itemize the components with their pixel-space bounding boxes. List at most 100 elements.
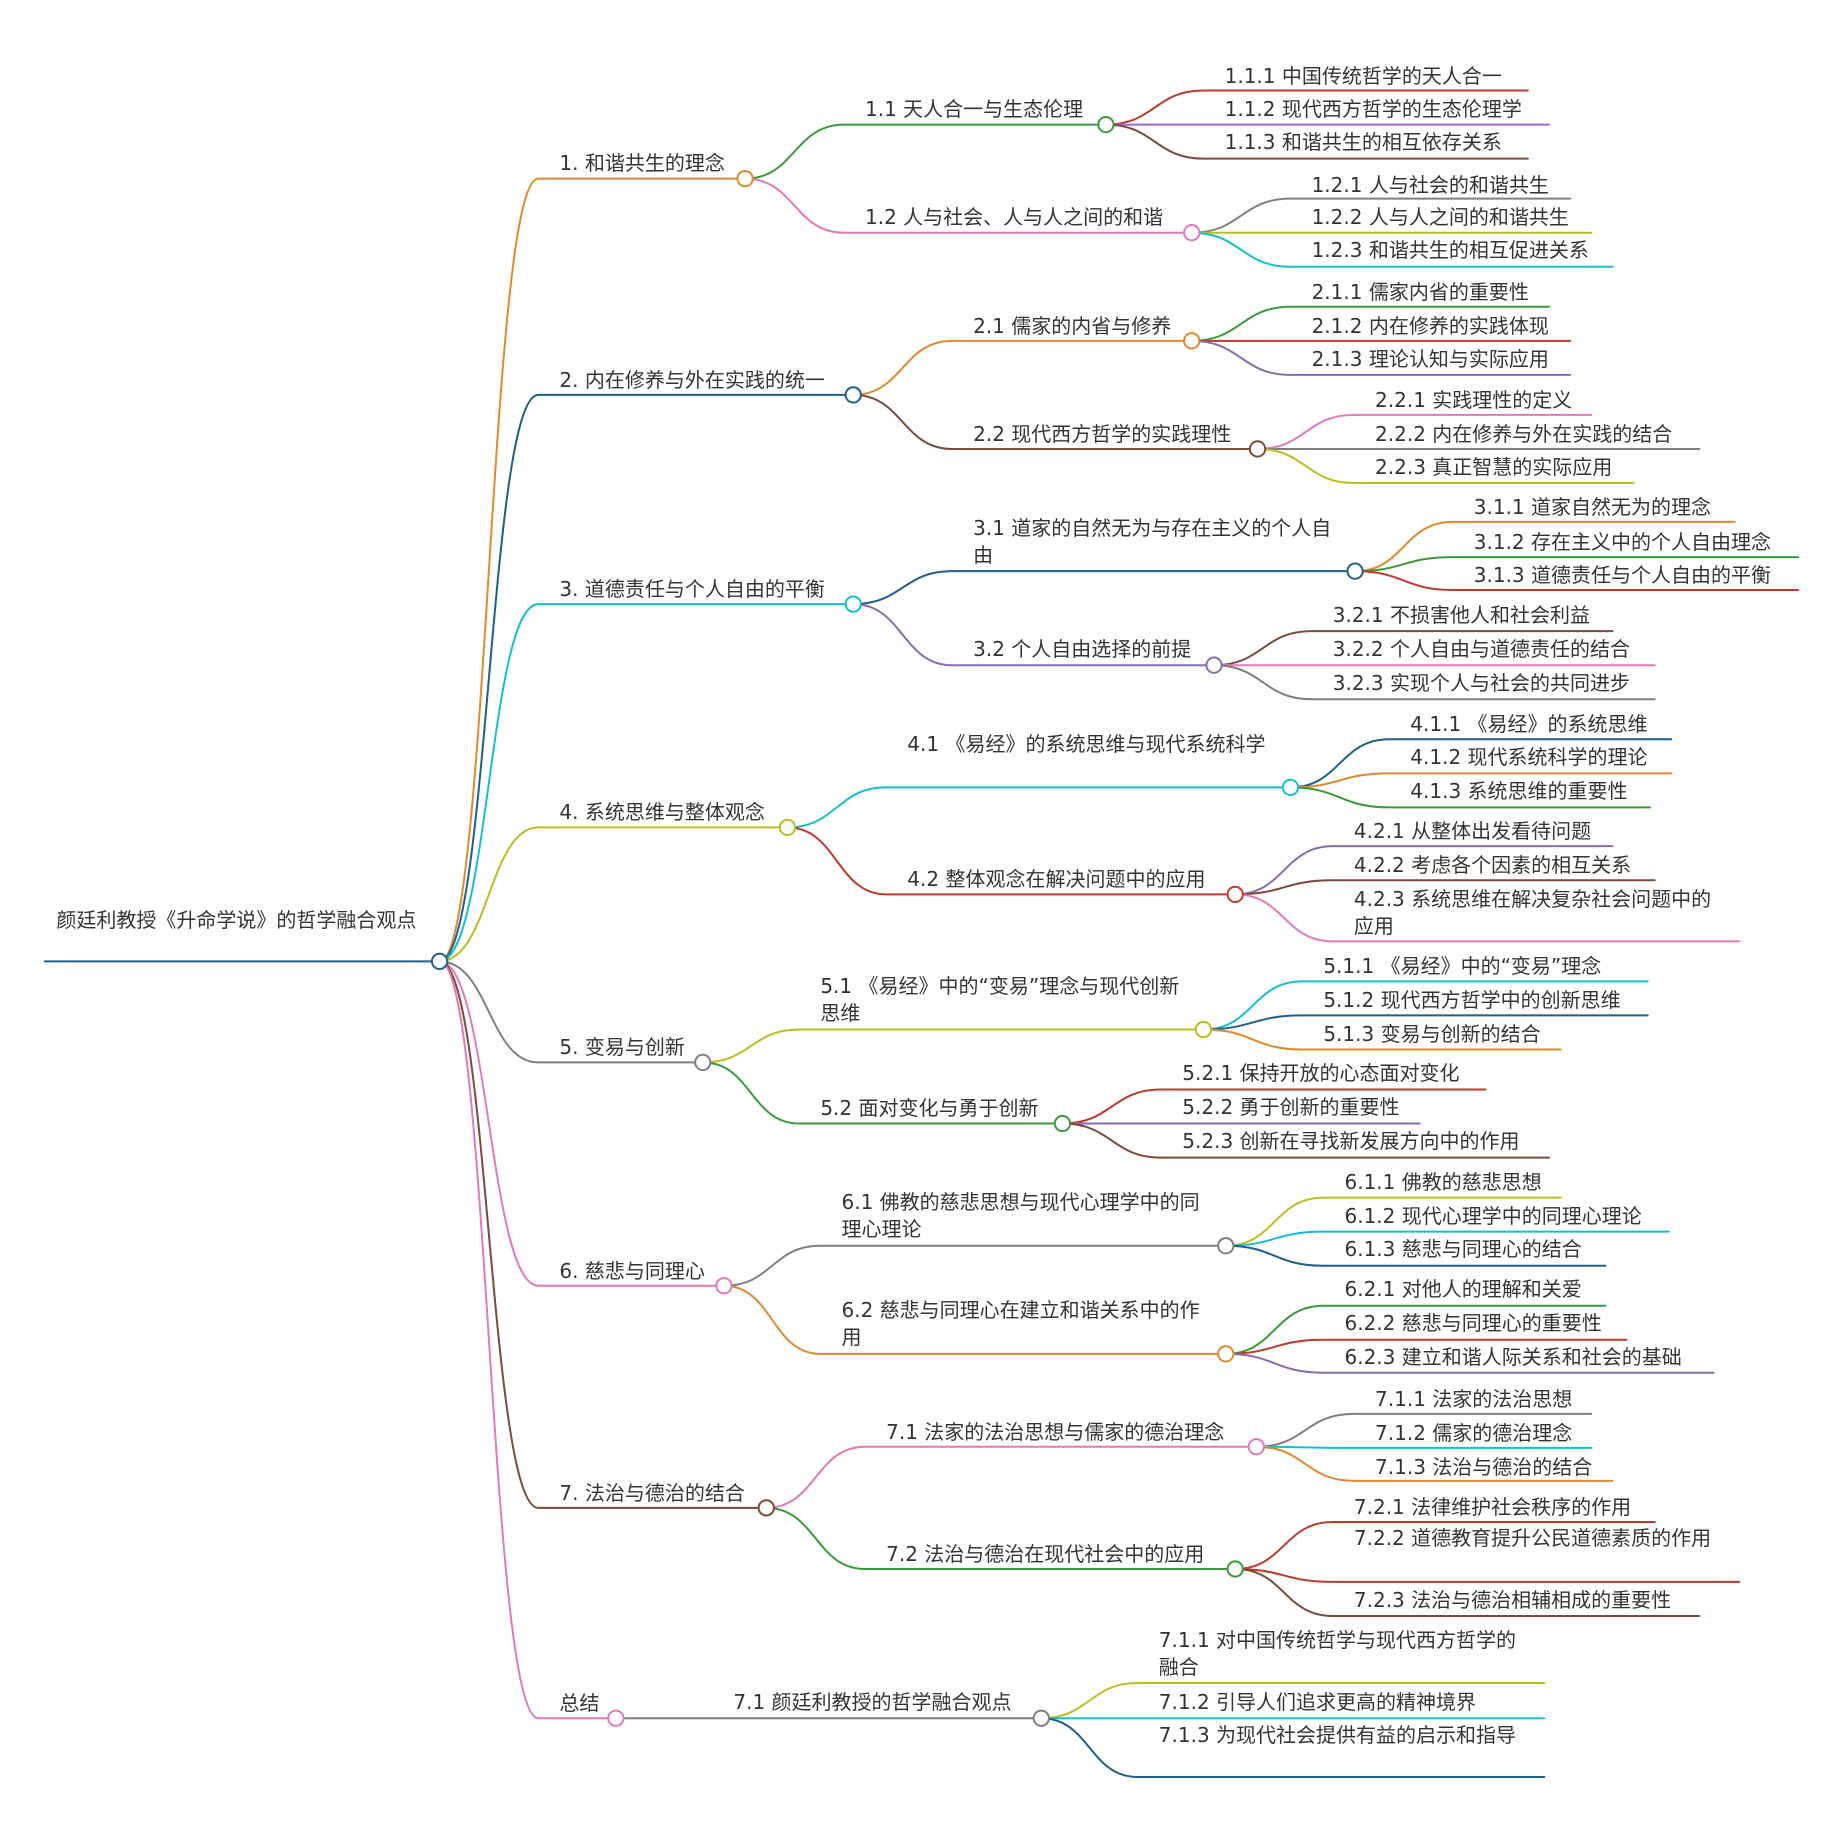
- connector-branch-to-sub-7-2: [765, 1506, 866, 1570]
- leaf-4-1-2-connector: [1289, 772, 1673, 789]
- node-label-leaf-8-1-2: 7.1.2 引导人们追求更高的精神境界: [1158, 1689, 1477, 1714]
- branch-5-collapse-toggle[interactable]: [694, 1053, 712, 1072]
- connector-root-to-branch-1: [438, 177, 540, 963]
- leaf-3-1-1-connector: [1354, 520, 1736, 573]
- node-label-leaf-8-1-1: 7.1.1 对中国传统哲学与现代西方哲学的融合: [1158, 1627, 1517, 1679]
- node-label-branch-1: 1. 和谐共生的理念: [559, 151, 725, 176]
- node-label-leaf-3-1-2: 3.1.2 存在主义中的个人自由理念: [1473, 529, 1772, 554]
- branch-8-collapse-toggle[interactable]: [607, 1709, 625, 1727]
- leaf-3-2-3-connector: [1213, 664, 1656, 701]
- sub-4-2-collapse-toggle[interactable]: [1226, 885, 1244, 904]
- node-label-sub-7-1: 7.1 法家的法治思想与儒家的德治理念: [886, 1419, 1225, 1444]
- node-label-leaf-6-1-2: 6.1.2 现代心理学中的同理心理论: [1344, 1204, 1642, 1229]
- connector-branch-to-sub-2-2: [852, 393, 953, 450]
- sub-6-2-collapse-toggle[interactable]: [1217, 1345, 1235, 1363]
- branch-1-collapse-toggle[interactable]: [736, 170, 754, 188]
- leaf-4-2-1-connector: [1234, 845, 1614, 896]
- leaf-5-1-3-connector: [1202, 1028, 1562, 1051]
- connector-root-to-branch-7: [438, 960, 540, 1509]
- node-label-leaf-7-2-2: 7.2.2 道德教育提升公民道德素质的作用: [1353, 1526, 1712, 1551]
- branch-2-collapse-toggle[interactable]: [844, 386, 862, 404]
- sub-7-2-collapse-toggle[interactable]: [1226, 1560, 1244, 1578]
- node-label-leaf-4-2-3: 4.2.3 系统思维在解决复杂社会问题中的应用: [1353, 887, 1712, 939]
- node-label-sub-1-2: 1.2 人与社会、人与人之间的和谐: [864, 205, 1164, 230]
- sub-1-2-collapse-toggle[interactable]: [1183, 224, 1201, 242]
- connector-root-to-branch-8: [438, 960, 540, 1720]
- connector-branch-to-sub-3-1: [852, 570, 953, 606]
- node-label-branch-5: 5. 变易与创新: [559, 1035, 685, 1060]
- node-label-leaf-5-2-1: 5.2.1 保持开放的心态面对变化: [1182, 1061, 1460, 1086]
- node-label-leaf-4-1-1: 4.1.1 《易经》的系统思维: [1410, 712, 1648, 737]
- leaf-7-2-1-connector: [1234, 1520, 1656, 1570]
- leaf-2-1-1-connector: [1190, 305, 1550, 342]
- leaf-6-1-2-connector: [1224, 1230, 1670, 1247]
- node-label-branch-7: 7. 法治与德治的结合: [559, 1480, 745, 1505]
- node-label-sub-1-1: 1.1 天人合一与生态伦理: [864, 97, 1084, 122]
- node-label-sub-6-2: 6.2 慈悲与同理心在建立和谐关系中的作用: [841, 1298, 1200, 1350]
- node-label-leaf-1-2-1: 1.2.1 人与社会的和谐共生: [1311, 172, 1549, 197]
- leaf-7-2-2-connector: [1234, 1567, 1741, 1583]
- leaf-5-2-3-connector: [1061, 1122, 1550, 1159]
- node-label-leaf-3-2-2: 3.2.2 个人自由与道德责任的结合: [1332, 636, 1630, 661]
- node-label-sub-2-1: 2.1 儒家的内省与修养: [973, 313, 1172, 338]
- leaf-4-1-1-connector: [1289, 738, 1673, 789]
- sub-2-1-collapse-toggle[interactable]: [1183, 332, 1201, 350]
- node-label-leaf-1-2-3: 1.2.3 和谐共生的相互促进关系: [1311, 238, 1589, 263]
- connector-branch-to-sub-5-2: [701, 1061, 801, 1125]
- leaf-5-1-1-connector: [1202, 980, 1649, 1031]
- root-collapse-toggle[interactable]: [430, 952, 449, 971]
- connector-branch-to-sub-4-2: [786, 826, 888, 896]
- leaf-6-1-3-connector: [1224, 1244, 1607, 1267]
- leaf-6-2-2-connector: [1224, 1338, 1628, 1355]
- node-label-leaf-7-1-2: 7.1.2 儒家的德治理念: [1375, 1420, 1573, 1445]
- branch-4-collapse-toggle[interactable]: [778, 818, 797, 837]
- node-label-sub-4-1: 4.1 《易经》的系统思维与现代系统科学: [907, 732, 1266, 756]
- node-label-leaf-5-2-2: 5.2.2 勇于创新的重要性: [1182, 1095, 1400, 1120]
- leaf-1-1-3-connector: [1104, 123, 1529, 160]
- node-label-sub-5-2: 5.2 面对变化与勇于创新: [820, 1096, 1039, 1121]
- sub-4-1-collapse-toggle[interactable]: [1281, 778, 1300, 797]
- connector-root-to-branch-6: [438, 960, 540, 1287]
- sub-3-2-collapse-toggle[interactable]: [1205, 656, 1223, 674]
- node-label-leaf-7-2-3: 7.2.3 法治与德治相辅相成的重要性: [1353, 1587, 1672, 1612]
- leaf-5-1-2-connector: [1202, 1014, 1649, 1031]
- node-label-leaf-4-1-3: 4.1.3 系统思维的重要性: [1410, 779, 1628, 804]
- node-label-root: 颜廷利教授《升命学说》的哲学融合观点: [56, 908, 417, 933]
- node-label-branch-3: 3. 道德责任与个人自由的平衡: [559, 576, 825, 601]
- leaf-1-1-1-connector: [1104, 89, 1529, 126]
- sub-3-1-collapse-toggle[interactable]: [1346, 562, 1364, 580]
- connector-branch-to-sub-6-2: [722, 1284, 822, 1355]
- node-label-leaf-4-2-2: 4.2.2 考虑各个因素的相互关系: [1353, 853, 1632, 878]
- leaf-1-2-1-connector: [1190, 197, 1572, 234]
- node-label-leaf-2-2-2: 2.2.2 内在修养与外在实践的结合: [1375, 421, 1673, 446]
- node-label-leaf-3-1-1: 3.1.1 道家自然无为的理念: [1473, 494, 1712, 519]
- connector-root-to-branch-2: [438, 393, 540, 963]
- node-label-sub-4-2: 4.2 整体观念在解决问题中的应用: [907, 867, 1206, 892]
- sub-2-2-collapse-toggle[interactable]: [1248, 440, 1267, 458]
- node-label-leaf-5-1-2: 5.1.2 现代西方哲学中的创新思维: [1323, 988, 1621, 1013]
- node-label-sub-5-1: 5.1 《易经》中的“变易”理念与现代创新思维: [820, 974, 1180, 1026]
- node-label-sub-6-1: 6.1 佛教的慈悲思想与现代心理学中的同理心理论: [841, 1190, 1200, 1242]
- branch-7-collapse-toggle[interactable]: [757, 1499, 775, 1517]
- leaf-5-2-1-connector: [1061, 1088, 1487, 1125]
- leaf-3-1-3-connector: [1354, 570, 1800, 591]
- connector-root-to-branch-5: [438, 960, 540, 1064]
- branch-6-collapse-toggle[interactable]: [715, 1277, 733, 1295]
- node-label-leaf-7-1-3: 7.1.3 法治与德治的结合: [1375, 1454, 1593, 1479]
- node-label-leaf-5-1-1: 5.1.1 《易经》中的“变易”理念: [1323, 954, 1602, 979]
- sub-8-1-collapse-toggle[interactable]: [1032, 1709, 1050, 1727]
- node-label-leaf-3-2-1: 3.2.1 不损害他人和社会利益: [1332, 602, 1590, 627]
- sub-5-1-collapse-toggle[interactable]: [1194, 1020, 1213, 1039]
- node-label-branch-2: 2. 内在修养与外在实践的统一: [559, 367, 825, 392]
- node-label-leaf-2-1-3: 2.1.3 理论认知与实际应用: [1311, 346, 1549, 371]
- leaf-3-1-2-connector: [1354, 556, 1800, 573]
- sub-5-2-collapse-toggle[interactable]: [1053, 1114, 1072, 1133]
- sub-1-1-collapse-toggle[interactable]: [1097, 115, 1115, 134]
- sub-6-1-collapse-toggle[interactable]: [1217, 1237, 1235, 1255]
- connector-root-to-branch-4: [438, 826, 540, 963]
- leaf-6-2-1-connector: [1224, 1304, 1607, 1355]
- leaf-4-2-3-connector: [1234, 893, 1741, 943]
- branch-3-collapse-toggle[interactable]: [844, 595, 862, 613]
- sub-7-1-collapse-toggle[interactable]: [1247, 1438, 1265, 1456]
